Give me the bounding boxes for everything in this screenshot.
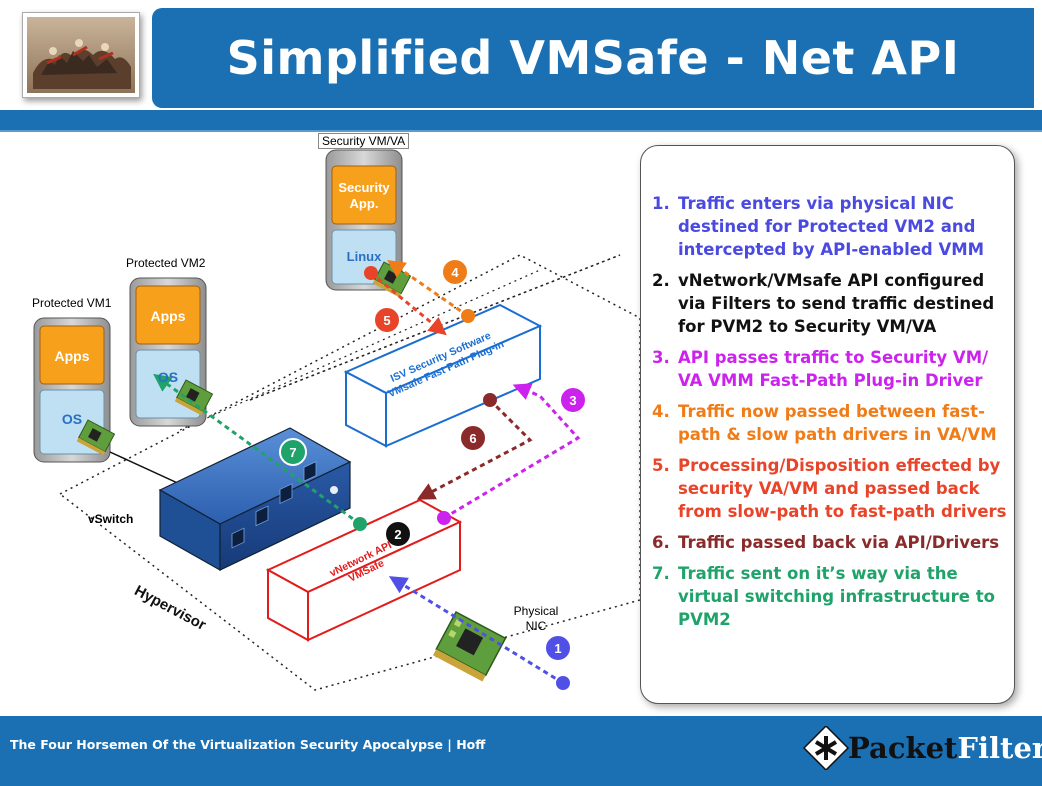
flow-1-path: [388, 576, 564, 685]
hypervisor-label: Hypervisor: [132, 582, 209, 634]
flow-5-path: [370, 271, 447, 336]
step-item-4: 4. Traffic now passed between fast-path &…: [652, 400, 1012, 446]
vm1-nic-card: [76, 419, 116, 456]
step-text: Traffic enters via physical NIC destined…: [678, 194, 985, 259]
step-text: vNetwork/VMsafe API configured via Filte…: [678, 271, 995, 336]
brand-wordmark: PacketFilter: [848, 728, 1042, 768]
step-item-1: 1. Traffic enters via physical NIC destin…: [652, 192, 1012, 261]
footer-bar: [0, 716, 1042, 786]
flow-6-path: [416, 398, 533, 500]
security-app-label-word: App.: [350, 196, 379, 211]
flow-marker-7: 7: [279, 438, 307, 466]
footer-text: The Four Horsemen Of the Virtualization …: [10, 737, 486, 752]
step-item-3: 3. API passes traffic to Security VM/ VA …: [652, 346, 1012, 392]
flow-marker-circle: [441, 258, 469, 286]
vm1-os-label: OS: [62, 411, 82, 427]
step-number: 2.: [652, 271, 670, 290]
horsemen-thumbnail: [22, 12, 140, 98]
brand-word-filter: Filter: [957, 731, 1042, 765]
step-number: 4.: [652, 402, 670, 421]
security-vm-label: Security VM/VA: [318, 133, 410, 149]
flow-marker-5: 5: [373, 306, 401, 334]
step-text: Processing/Disposition effected by secur…: [678, 456, 1007, 521]
flow-3-path: [443, 383, 581, 520]
flow-marker-number: 2: [394, 527, 401, 542]
hypervisor-plane: [58, 254, 640, 691]
flow-4-origin: [461, 309, 475, 323]
vm2-apps-block: [135, 285, 201, 345]
vm2-nic-card: [174, 379, 214, 416]
horsemen-painting-icon: [27, 17, 135, 93]
flow-4-path: [387, 259, 469, 318]
steps-panel: [640, 145, 1015, 704]
vm2-os-label: OS: [158, 369, 178, 385]
step-item-7: 7. Traffic sent on it’s way via the virtu…: [652, 562, 1012, 631]
flow-marker-number: 1: [554, 641, 561, 656]
header-rule-accent: [0, 130, 1042, 132]
flow-marker-number: 6: [469, 431, 476, 446]
packetfilter-logo: [802, 726, 850, 770]
flow-marker-circle: [544, 634, 572, 662]
vm2-apps-label: Apps: [151, 308, 186, 324]
flow-marker-circle: [384, 520, 412, 548]
slide-title: Simplified VMSafe - Net API Example: [226, 31, 960, 185]
flow-5-origin: [364, 266, 378, 280]
step-item-6: 6. Traffic passed back via API/Drivers: [652, 531, 1012, 554]
security-app-block: [331, 165, 397, 225]
flow-1-origin: [556, 676, 570, 690]
hypervisor-label-group: Hypervisor: [132, 582, 209, 634]
security-app-label-word: Security: [338, 180, 390, 195]
protected-vm2-label: Protected VM2: [126, 256, 206, 270]
flow-marker-number: 5: [383, 313, 390, 328]
flow-7-origin: [353, 517, 367, 531]
flow-3-origin: [437, 511, 451, 525]
flow-marker-number: 4: [451, 265, 459, 280]
protected-vm1-label: Protected VM1: [32, 296, 112, 310]
step-number: 6.: [652, 533, 670, 552]
step-number: 5.: [652, 456, 670, 475]
step-number: 7.: [652, 564, 670, 583]
step-text: Traffic passed back via API/Drivers: [678, 533, 1000, 552]
isv-security-box: [343, 303, 543, 448]
hypervisor-plane-inner: [249, 254, 621, 401]
flow-marker-4: 4: [441, 258, 469, 286]
flow-marker-number: 3: [569, 393, 576, 408]
vm1-apps-label: Apps: [55, 348, 90, 364]
brand-word-packet: Packet: [848, 731, 958, 765]
flow-markers: 1 2 3 4 5 6 7: [279, 258, 587, 662]
step-item-5: 5. Processing/Disposition effected by sec…: [652, 454, 1012, 523]
step-text: Traffic sent on it’s way via the virtual…: [678, 564, 995, 629]
linux-label: Linux: [347, 249, 382, 264]
vm1-apps-block: [39, 325, 105, 385]
flow-marker-6: 6: [459, 424, 487, 452]
steps-list: 1. Traffic enters via physical NIC destin…: [652, 192, 1012, 639]
flow-marker-circle: [373, 306, 401, 334]
step-text: Traffic now passed between fast-path & s…: [678, 402, 997, 444]
flow-marker-number: 7: [289, 445, 296, 460]
flow-marker-1: 1: [544, 634, 572, 662]
flow-marker-circle: [459, 424, 487, 452]
step-number: 1.: [652, 194, 670, 213]
vswitch-label: vSwitch: [88, 512, 134, 526]
step-text: API passes traffic to Security VM/ VA VM…: [678, 348, 989, 390]
flow-marker-circle: [559, 386, 587, 414]
flow-marker-circle: [279, 438, 307, 466]
flow-7-path: [153, 373, 361, 526]
physical-nic-card: [432, 610, 507, 682]
step-item-2: 2. vNetwork/VMsafe API configured via Fil…: [652, 269, 1012, 338]
title-bar: Simplified VMSafe - Net API Example: [152, 8, 1034, 185]
flow-marker-2: 2: [384, 520, 412, 548]
header-rule: [0, 110, 1042, 130]
flow-6-origin: [483, 393, 497, 407]
step-number: 3.: [652, 348, 670, 367]
vnetwork-api-box: [265, 498, 463, 642]
physical-nic-label: Physical NIC: [513, 604, 559, 633]
flow-marker-3: 3: [559, 386, 587, 414]
